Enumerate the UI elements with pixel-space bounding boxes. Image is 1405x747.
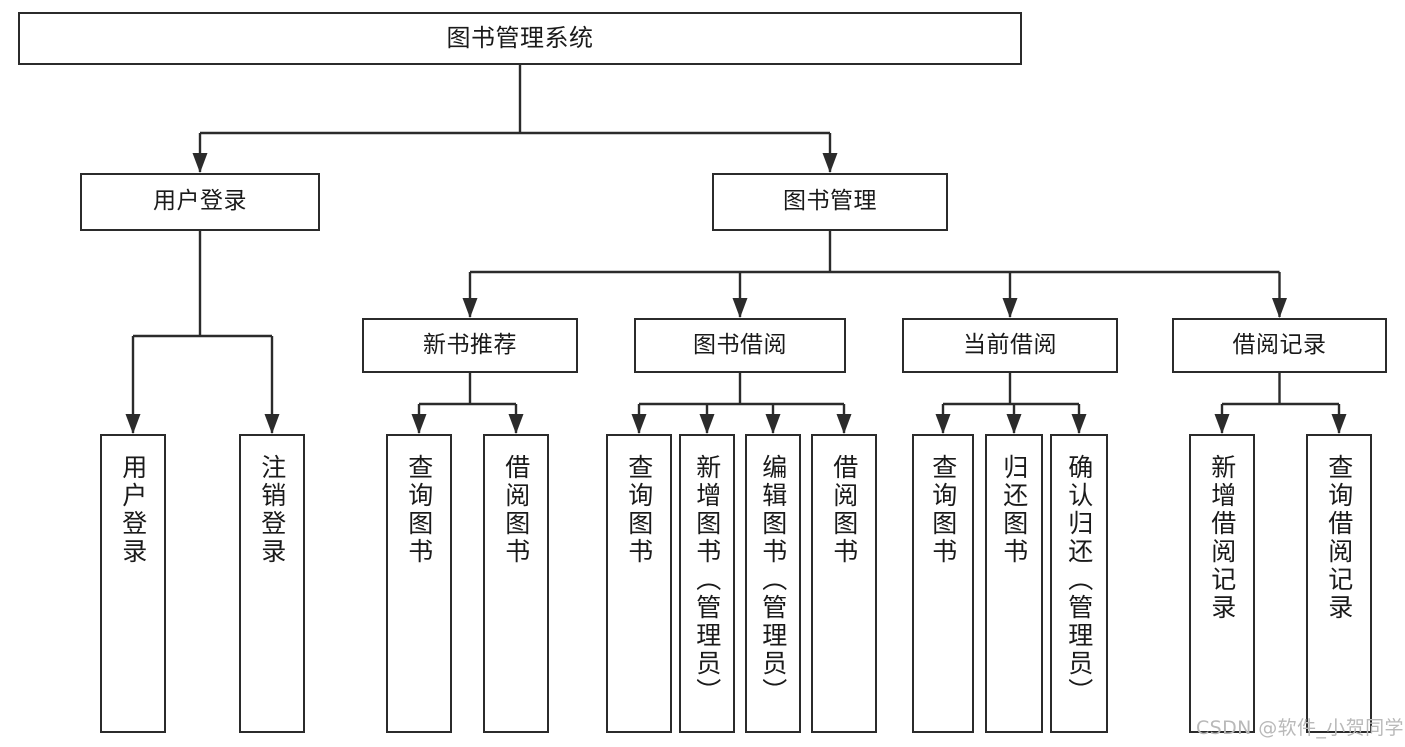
node-label: 图书管理	[783, 188, 877, 215]
node-leaf-bb-query[interactable]: 查询图书	[606, 434, 672, 733]
edge-arrowhead	[462, 298, 478, 318]
node-leaf-rec-query[interactable]: 查询图书	[386, 434, 452, 733]
node-book-manage[interactable]: 图书管理	[712, 173, 948, 231]
edge-arrowhead	[1002, 298, 1018, 318]
node-leaf-br-query[interactable]: 查询借阅记录	[1306, 434, 1372, 733]
edge-arrowhead	[125, 414, 141, 434]
node-leaf-user-logout[interactable]: 注销登录	[239, 434, 305, 733]
node-leaf-rec-borrow[interactable]: 借阅图书	[483, 434, 549, 733]
node-leaf-bb-borrow[interactable]: 借阅图书	[811, 434, 877, 733]
node-leaf-user-login[interactable]: 用户登录	[100, 434, 166, 733]
edge-arrowhead	[508, 414, 524, 434]
edge-arrowhead	[935, 414, 951, 434]
edge-arrowhead	[822, 153, 838, 173]
node-root[interactable]: 图书管理系统	[18, 12, 1022, 65]
node-label: 当前借阅	[963, 331, 1057, 358]
edge-arrowhead	[699, 414, 715, 434]
edge-arrowhead	[732, 298, 748, 318]
edge-arrowhead	[765, 414, 781, 434]
node-leaf-cb-return[interactable]: 归还图书	[985, 434, 1043, 733]
node-label: 查询图书	[624, 454, 654, 566]
edge-arrowhead	[411, 414, 427, 434]
node-label: 查询图书	[928, 454, 958, 566]
edge-arrowhead	[264, 414, 280, 434]
node-book-borrow[interactable]: 图书借阅	[634, 318, 846, 373]
edge-arrowhead	[1331, 414, 1347, 434]
node-label: 查询图书	[404, 454, 434, 566]
edge-arrowhead	[1214, 414, 1230, 434]
node-label: 归还图书	[999, 454, 1029, 566]
node-label: 确认归还（管理员）	[1064, 454, 1094, 706]
node-label: 借阅图书	[829, 454, 859, 566]
node-leaf-bb-edit[interactable]: 编辑图书（管理员）	[745, 434, 801, 733]
edge-arrowhead	[1071, 414, 1087, 434]
watermark-text: CSDN @软件_小贺同学	[1196, 717, 1404, 739]
node-label: 用户登录	[153, 188, 247, 215]
node-leaf-br-add[interactable]: 新增借阅记录	[1189, 434, 1255, 733]
node-leaf-cb-query[interactable]: 查询图书	[912, 434, 974, 733]
edge-arrowhead	[836, 414, 852, 434]
node-user-login[interactable]: 用户登录	[80, 173, 320, 231]
edge-arrowhead	[631, 414, 647, 434]
node-label: 借阅记录	[1232, 331, 1327, 358]
node-label: 新书推荐	[423, 331, 517, 358]
node-label: 新增图书（管理员）	[692, 454, 722, 706]
node-label: 注销登录	[257, 454, 287, 566]
edge-arrowhead	[192, 153, 208, 173]
node-new-book-rec[interactable]: 新书推荐	[362, 318, 578, 373]
node-leaf-bb-add[interactable]: 新增图书（管理员）	[679, 434, 735, 733]
node-label: 借阅图书	[501, 454, 531, 566]
node-leaf-cb-confirm[interactable]: 确认归还（管理员）	[1050, 434, 1108, 733]
edge-arrowhead	[1006, 414, 1022, 434]
edge-arrowhead	[1272, 298, 1287, 318]
node-label: 图书管理系统	[446, 24, 594, 53]
node-label: 图书借阅	[693, 331, 787, 358]
node-label: 查询借阅记录	[1324, 454, 1354, 622]
node-label: 用户登录	[118, 454, 148, 566]
node-label: 编辑图书（管理员）	[758, 454, 788, 706]
node-label: 新增借阅记录	[1207, 454, 1237, 622]
node-current-borrow[interactable]: 当前借阅	[902, 318, 1118, 373]
node-borrow-record[interactable]: 借阅记录	[1172, 318, 1387, 373]
